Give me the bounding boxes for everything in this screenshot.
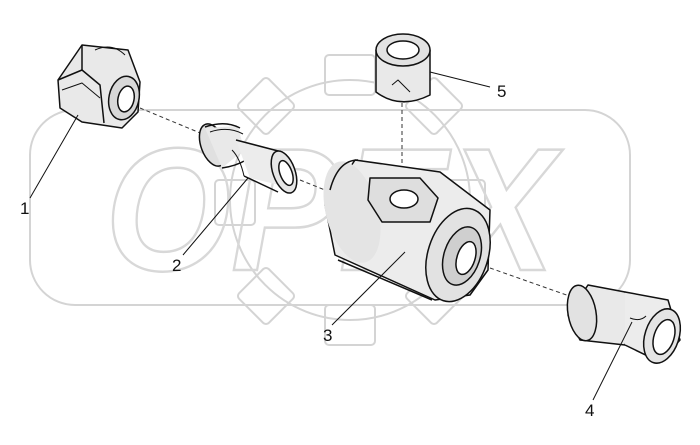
leader-line-4 <box>592 321 633 401</box>
part-1-hex-nut <box>57 44 141 129</box>
part-4-sleeve <box>566 284 682 364</box>
part-5-bushing <box>375 33 431 103</box>
callout-4: 4 <box>585 401 594 420</box>
callout-5: 5 <box>497 82 506 101</box>
callout-2: 2 <box>172 256 181 275</box>
leader-line-1 <box>29 114 79 199</box>
assembly-axis-lines <box>139 103 576 299</box>
leader-line-2 <box>182 177 249 256</box>
leader-line-3 <box>331 251 406 326</box>
watermark-frame <box>29 109 631 306</box>
part-3-body <box>323 159 491 303</box>
callout-3: 3 <box>323 326 332 345</box>
leader-line-5 <box>429 71 491 88</box>
callout-1: 1 <box>20 199 29 218</box>
leader-lines <box>29 71 633 401</box>
part-2-nipple <box>198 123 298 194</box>
